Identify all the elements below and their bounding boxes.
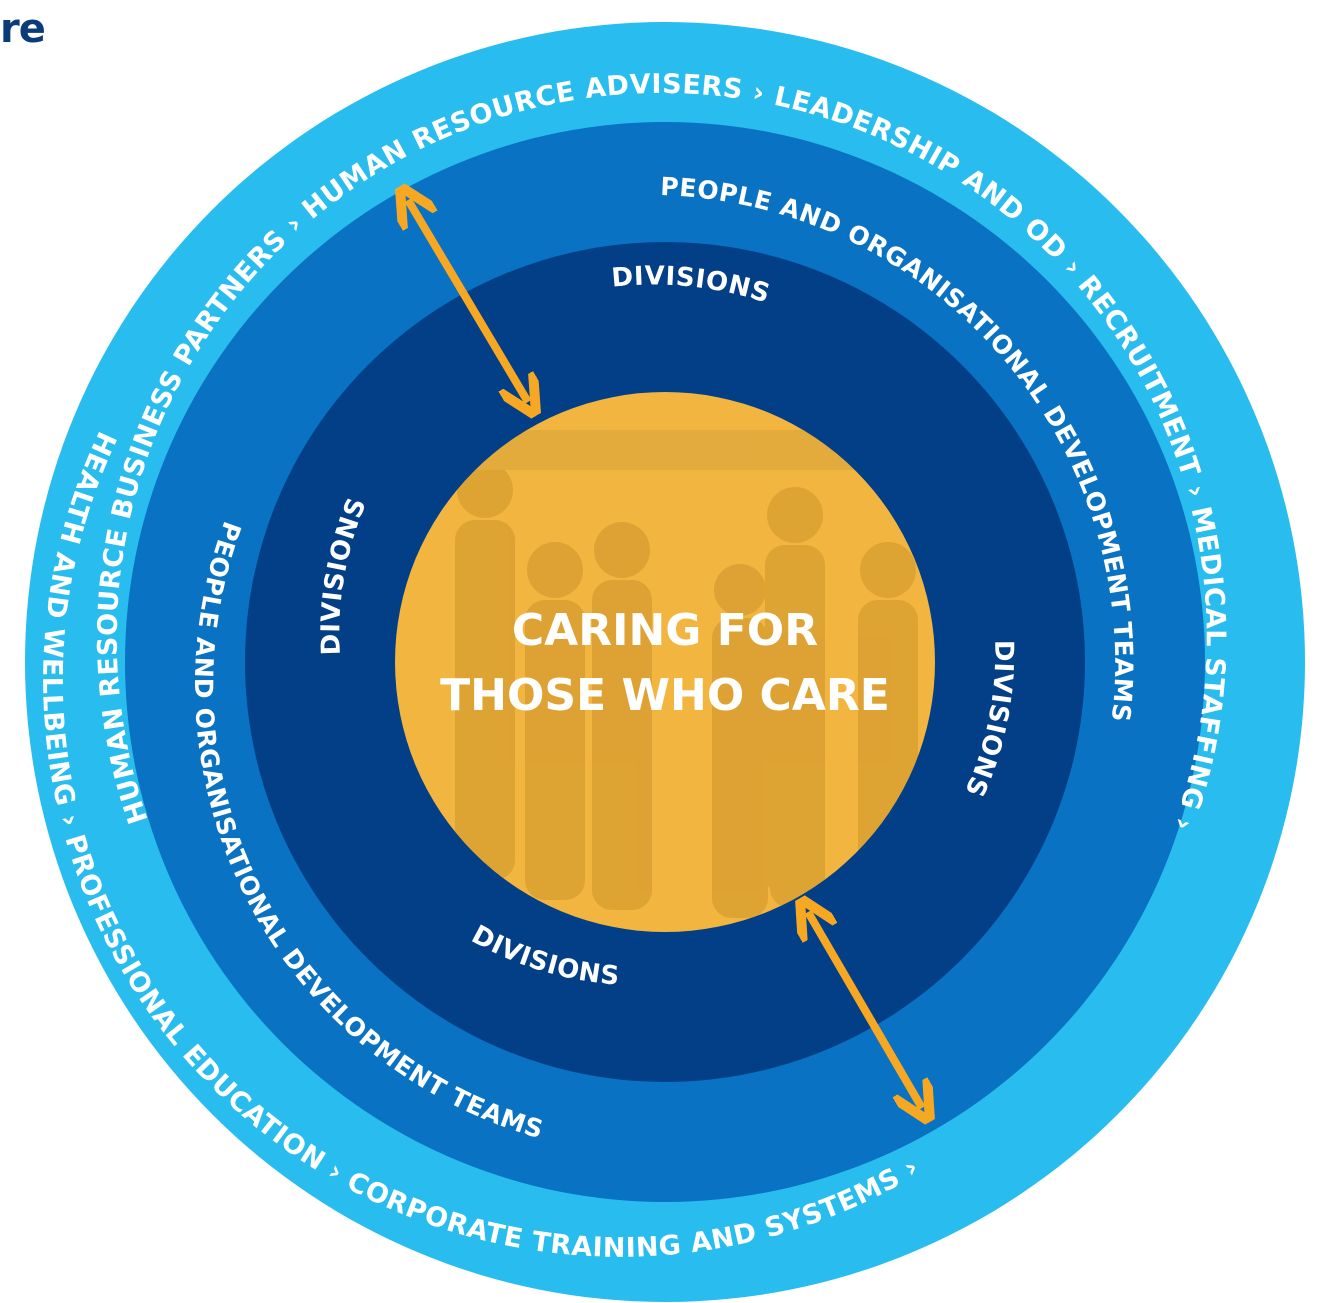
center-line-1: CARING FOR bbox=[512, 605, 818, 656]
staff-group-photo-icon bbox=[400, 430, 935, 918]
arrow-top-left bbox=[408, 200, 528, 402]
center-circle: CARING FOR THOSE WHO CARE bbox=[395, 392, 935, 932]
center-line-2: THOSE WHO CARE bbox=[440, 670, 890, 721]
page-title: re bbox=[0, 6, 46, 52]
arrow-bottom-right bbox=[808, 912, 922, 1108]
